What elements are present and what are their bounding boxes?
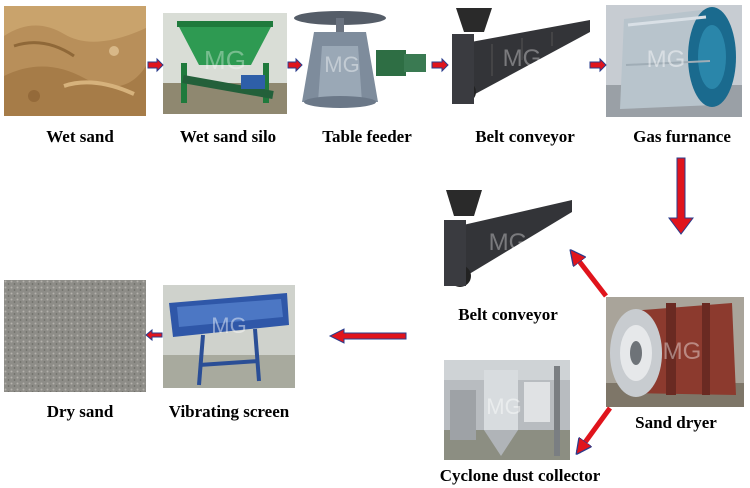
arrow-feeder-to-conveyor bbox=[431, 57, 449, 73]
table-feeder-photo: MG bbox=[292, 6, 430, 116]
arrow-dryer-to-belt-conveyor bbox=[572, 252, 608, 298]
svg-text:MG: MG bbox=[211, 313, 246, 338]
arrow-furnance-to-dryer bbox=[668, 157, 694, 235]
label-belt-conveyor-1: Belt conveyor bbox=[475, 127, 575, 146]
svg-text:MG: MG bbox=[486, 394, 521, 419]
label-dry-sand: Dry sand bbox=[46, 402, 114, 421]
label-table-feeder: Table feeder bbox=[322, 127, 412, 146]
svg-text:MG: MG bbox=[503, 45, 542, 72]
svg-text:MG: MG bbox=[663, 338, 702, 365]
wet-sand-photo bbox=[4, 6, 146, 116]
sand-dryer-photo: MG bbox=[606, 297, 744, 407]
vibrating-screen-photo: MG bbox=[163, 285, 295, 388]
belt-conveyor-1-photo: MG bbox=[452, 4, 590, 117]
label-wet-sand: Wet sand bbox=[46, 127, 114, 146]
cyclone-dust-collector-photo: MG bbox=[444, 360, 570, 460]
belt-conveyor-2-photo: MG bbox=[444, 186, 572, 296]
label-sand-dryer: Sand dryer bbox=[635, 413, 717, 432]
arrow-silo-to-feeder bbox=[287, 57, 303, 73]
arrow-screen-to-dry-sand bbox=[145, 328, 163, 342]
dry-sand-photo bbox=[4, 280, 146, 392]
label-vibrating-screen: Vibrating screen bbox=[168, 402, 290, 421]
svg-text:MG: MG bbox=[324, 52, 359, 77]
svg-text:MG: MG bbox=[204, 45, 246, 75]
wet-sand-silo-photo: MG bbox=[163, 13, 287, 114]
gas-furnance-photo: MG bbox=[606, 5, 742, 117]
label-cyclone-dust-collector: Cyclone dust collector bbox=[439, 466, 601, 485]
label-gas-furnance: Gas furnance bbox=[633, 127, 731, 146]
svg-text:MG: MG bbox=[647, 46, 686, 73]
label-wet-sand-silo: Wet sand silo bbox=[179, 127, 277, 146]
arrow-dryer-to-cyclone bbox=[578, 406, 613, 452]
arrow-dryer-to-vibrating-screen bbox=[328, 328, 407, 344]
arrow-wet-sand-to-silo bbox=[147, 57, 164, 73]
label-belt-conveyor-2: Belt conveyor bbox=[458, 305, 558, 324]
arrow-conveyor-to-furnance bbox=[589, 57, 607, 73]
svg-text:MG: MG bbox=[489, 229, 528, 256]
